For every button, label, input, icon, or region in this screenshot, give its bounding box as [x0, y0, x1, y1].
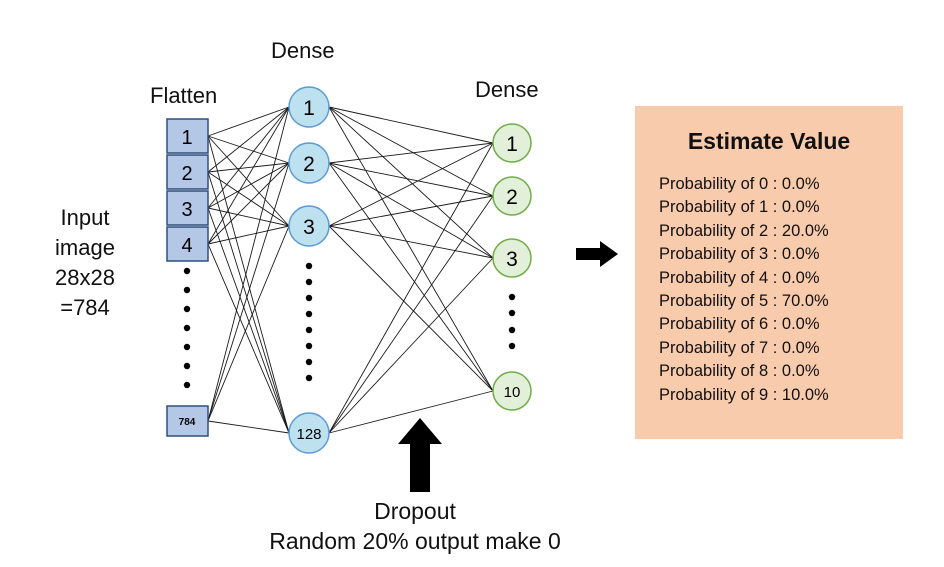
- connection-line: [207, 207, 290, 434]
- dense2-node-label: 2: [506, 186, 518, 209]
- dropout-title: Dropout: [374, 498, 456, 524]
- flatten-ellipsis-dots: [183, 267, 191, 389]
- dense1-node: [288, 205, 330, 247]
- probability-row: Probability of 6 : 0.0%: [659, 315, 820, 334]
- connection-line: [207, 135, 290, 227]
- flatten-cell: [166, 154, 209, 190]
- connection-line: [328, 162, 494, 259]
- up-arrow-icon: [398, 418, 442, 492]
- input-label-line: image: [55, 235, 115, 260]
- flatten-layer: 1 2 3 4 784: [166, 118, 209, 437]
- connection-line: [328, 162, 494, 392]
- connection-line: [207, 162, 290, 173]
- connection-line: [328, 390, 494, 434]
- connection-line: [328, 106, 494, 197]
- probability-row: Probability of 3 : 0.0%: [659, 245, 820, 264]
- flatten-cell: [166, 118, 209, 154]
- connection-line: [207, 225, 290, 422]
- connection-line: [207, 106, 290, 209]
- flatten-layer-title: Flatten: [150, 83, 218, 108]
- dropout-description: Random 20% output make 0: [269, 528, 561, 554]
- connection-line: [207, 162, 290, 209]
- dense2-layer-title: Dense: [475, 77, 539, 102]
- connection-line: [207, 171, 290, 227]
- dense1-node: [288, 86, 330, 128]
- connection-line: [207, 162, 290, 245]
- probability-list: Probability of 0 : 0.0% Probability of 1…: [659, 173, 829, 407]
- dense1-layer-title: Dense: [271, 38, 335, 63]
- dense1-node-label: 2: [303, 153, 315, 176]
- probability-row: Probability of 0 : 0.0%: [659, 175, 820, 193]
- flatten-cell-label: 3: [181, 199, 192, 221]
- flatten-cell-label: 2: [181, 163, 192, 185]
- flatten-cell-label: 4: [181, 235, 192, 257]
- input-image-label: Input image 28x28 =784: [30, 203, 140, 323]
- connection-line: [207, 162, 290, 422]
- probability-row: Probability of 9 : 10.0%: [659, 385, 829, 404]
- flatten-cell-label: 1: [181, 127, 192, 149]
- dense1-ellipsis-dots: [305, 262, 313, 382]
- connection-line: [328, 106, 494, 392]
- estimate-value-panel: Estimate Value Probability of 0 : 0.0% P…: [635, 106, 903, 439]
- right-arrow-icon: [576, 241, 618, 267]
- connection-line: [328, 106, 494, 259]
- probability-row: Probability of 7 : 0.0%: [659, 338, 820, 357]
- connection-line: [328, 225, 494, 259]
- connection-line: [207, 243, 290, 434]
- flatten-cell: [166, 226, 209, 262]
- connection-line: [328, 142, 494, 164]
- probability-row: Probability of 4 : 0.0%: [659, 268, 820, 287]
- connection-line: [328, 142, 494, 434]
- connection-line: [207, 106, 290, 137]
- flatten-cell: [166, 190, 209, 226]
- connection-line: [207, 420, 290, 434]
- dense2-ellipsis-dots: [508, 293, 516, 350]
- dense1-node-label: 3: [303, 216, 315, 239]
- dense1-node: [288, 142, 330, 184]
- connection-line: [328, 225, 494, 392]
- input-label-line: 28x28: [55, 265, 115, 290]
- probability-row: Probability of 8 : 0.0%: [659, 362, 820, 381]
- connection-line: [328, 142, 494, 227]
- dense-layer-2: 1 2 3 10: [492, 123, 532, 411]
- estimate-title: Estimate Value: [687, 128, 851, 154]
- input-label-line: =784: [60, 295, 110, 320]
- probability-row: Probability of 1 : 0.0%: [659, 198, 820, 217]
- dense2-node-last: [492, 371, 532, 411]
- dense2-node: [492, 176, 532, 216]
- connection-line: [207, 106, 290, 245]
- input-label-line: Input: [60, 205, 110, 230]
- flatten-cell-last: [166, 405, 209, 437]
- dense1-node-label-last: 128: [296, 426, 321, 443]
- connection-line: [207, 225, 290, 245]
- connection-line: [328, 162, 494, 197]
- connection-lines: [207, 106, 494, 434]
- connection-line: [207, 135, 290, 434]
- dense2-node-label: 3: [506, 248, 518, 271]
- connection-line: [328, 257, 494, 434]
- dense-layer-1: 1 2 3 128: [288, 86, 330, 454]
- dense1-node-label: 1: [303, 97, 315, 120]
- connection-line: [207, 106, 290, 173]
- connection-line: [207, 207, 290, 227]
- probability-row: Probability of 5 : 70.0%: [659, 291, 829, 310]
- connection-line: [328, 106, 494, 144]
- connection-line: [328, 195, 494, 434]
- dense2-node: [492, 238, 532, 278]
- dense2-node-label: 1: [506, 133, 518, 156]
- dropout-label: Dropout Random 20% output make 0: [230, 496, 600, 556]
- connection-line: [207, 106, 290, 422]
- dense2-node: [492, 123, 532, 163]
- probability-row: Probability of 2 : 20.0%: [659, 221, 829, 240]
- connection-line: [328, 195, 494, 227]
- flatten-cell-label-last: 784: [179, 417, 196, 428]
- connection-line: [207, 171, 290, 434]
- dense1-node-last: [288, 412, 330, 454]
- dense2-node-label-last: 10: [504, 384, 521, 401]
